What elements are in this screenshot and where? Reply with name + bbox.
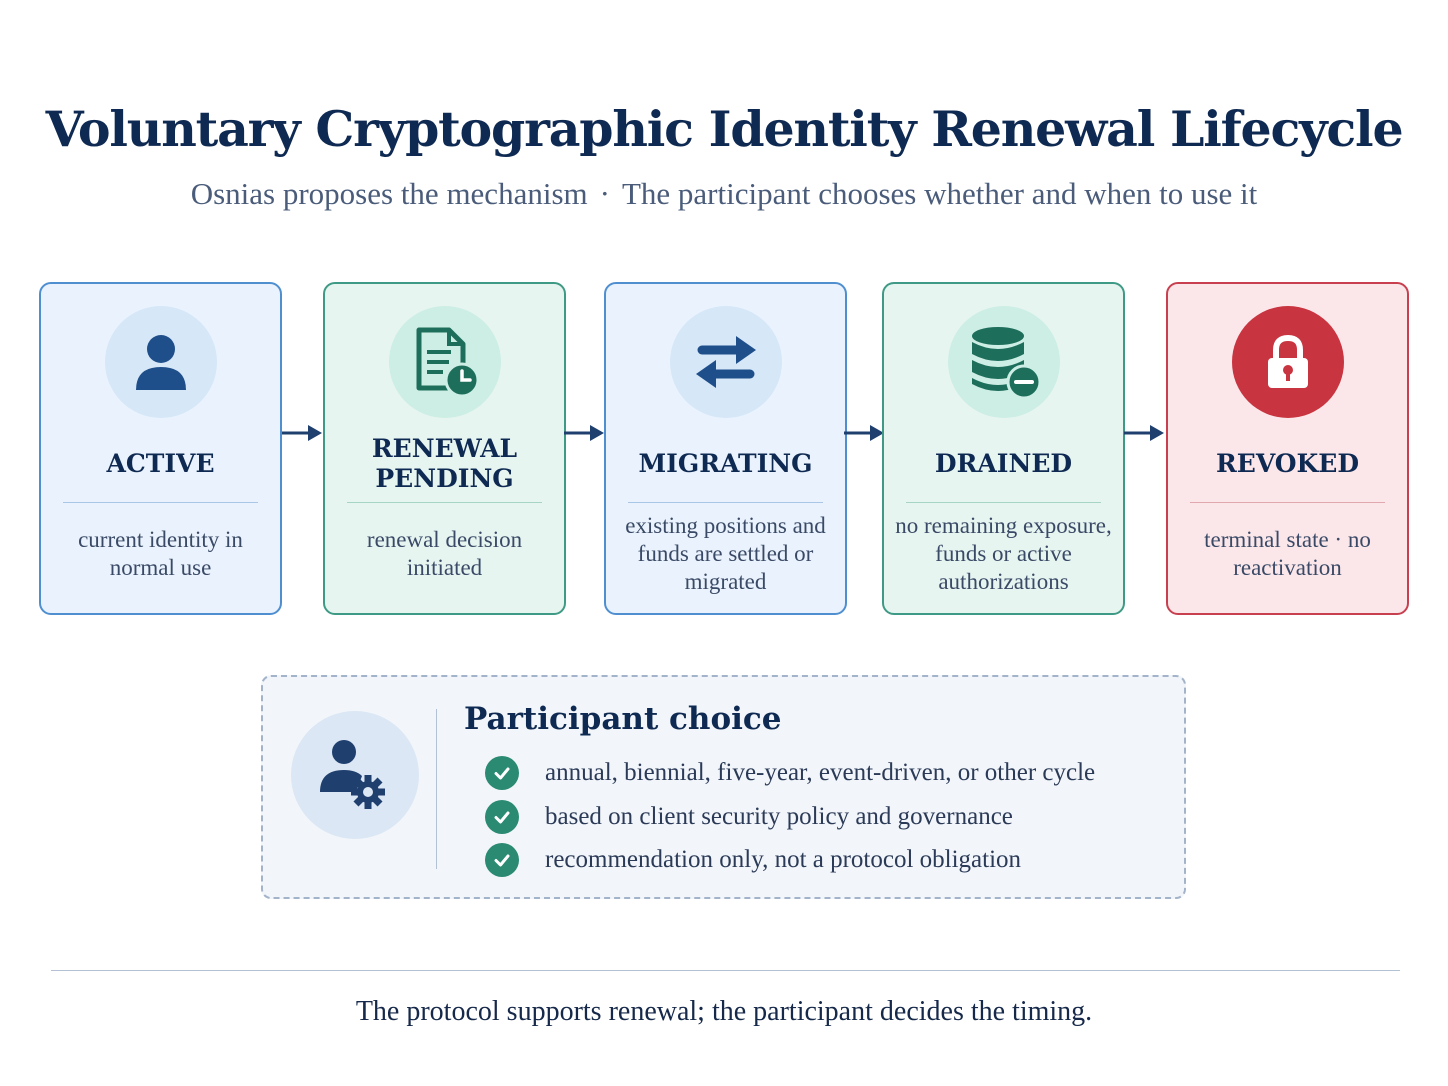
stage-description: renewal decision initiated bbox=[366, 527, 523, 580]
stage-description: terminal state · no reactivation bbox=[1204, 527, 1371, 580]
user-icon bbox=[136, 335, 186, 390]
database-minus-icon bbox=[972, 327, 1042, 400]
stage-divider bbox=[347, 502, 542, 503]
choice-icon-circle bbox=[291, 711, 419, 839]
stage-active: ACTIVE current identity in normal use bbox=[39, 282, 282, 615]
choice-item: annual, biennial, five-year, event-drive… bbox=[485, 756, 1095, 790]
footer-text: The protocol supports renewal; the parti… bbox=[355, 996, 1093, 1027]
stage-icon-circle bbox=[948, 306, 1060, 418]
choice-divider bbox=[436, 709, 437, 869]
stage-migrating: MIGRATING existing positions and funds a… bbox=[604, 282, 847, 615]
subtitle-right: The participant chooses whether and when… bbox=[621, 176, 1258, 211]
stage-description: no remaining exposure, funds or active a… bbox=[895, 513, 1112, 594]
check-icon bbox=[485, 800, 519, 834]
check-icon bbox=[485, 756, 519, 790]
stage-revoked: REVOKED terminal state · no reactivation bbox=[1166, 282, 1409, 615]
page-subtitle: Osnias proposes the mechanism · The partic… bbox=[0, 176, 1448, 212]
stage-drained: DRAINED no remaining exposure, funds or … bbox=[882, 282, 1125, 615]
check-icon bbox=[485, 843, 519, 877]
arrow-right-icon bbox=[564, 425, 604, 441]
stage-icon-circle bbox=[670, 306, 782, 418]
stage-divider bbox=[906, 502, 1101, 503]
user-gear-icon bbox=[320, 740, 385, 809]
page-title: Voluntary Cryptographic Identity Renewal… bbox=[45, 100, 1404, 158]
stage-title: DRAINED bbox=[934, 449, 1073, 478]
subtitle-separator: · bbox=[599, 176, 610, 211]
stage-title: REVOKED bbox=[1215, 449, 1360, 478]
choice-item-text: recommendation only, not a protocol obli… bbox=[545, 846, 1022, 873]
choice-item: recommendation only, not a protocol obli… bbox=[485, 843, 1021, 877]
choice-item-text: based on client security policy and gove… bbox=[545, 803, 1013, 830]
stage-divider bbox=[63, 502, 258, 503]
stage-renewal-pending: RENEWAL PENDING renewal decision initiat… bbox=[323, 282, 566, 615]
stage-title: MIGRATING bbox=[638, 449, 813, 478]
footer-divider bbox=[51, 970, 1400, 971]
stage-title: ACTIVE bbox=[106, 449, 215, 478]
participant-choice-panel: Participant choice annual, biennial, fiv… bbox=[261, 675, 1186, 899]
lock-icon bbox=[1268, 334, 1308, 388]
subtitle-left: Osnias proposes the mechanism bbox=[190, 176, 588, 211]
stage-description: existing positions and funds are settled… bbox=[625, 513, 826, 594]
stage-icon-circle bbox=[105, 306, 217, 418]
arrow-right-icon bbox=[1124, 425, 1164, 441]
choice-item-text: annual, biennial, five-year, event-drive… bbox=[545, 759, 1096, 786]
stage-title: RENEWAL PENDING bbox=[371, 434, 518, 493]
arrow-right-icon bbox=[282, 425, 322, 441]
document-clock-icon bbox=[416, 327, 480, 398]
stage-description: current identity in normal use bbox=[78, 527, 243, 580]
stage-divider bbox=[628, 502, 823, 503]
stage-divider bbox=[1190, 502, 1385, 503]
choice-item: based on client security policy and gove… bbox=[485, 800, 1013, 834]
stage-icon-circle bbox=[1232, 306, 1344, 418]
swap-arrows-icon bbox=[696, 336, 756, 388]
arrow-right-icon bbox=[844, 425, 884, 441]
choice-title: Participant choice bbox=[464, 701, 782, 737]
stage-icon-circle bbox=[389, 306, 501, 418]
